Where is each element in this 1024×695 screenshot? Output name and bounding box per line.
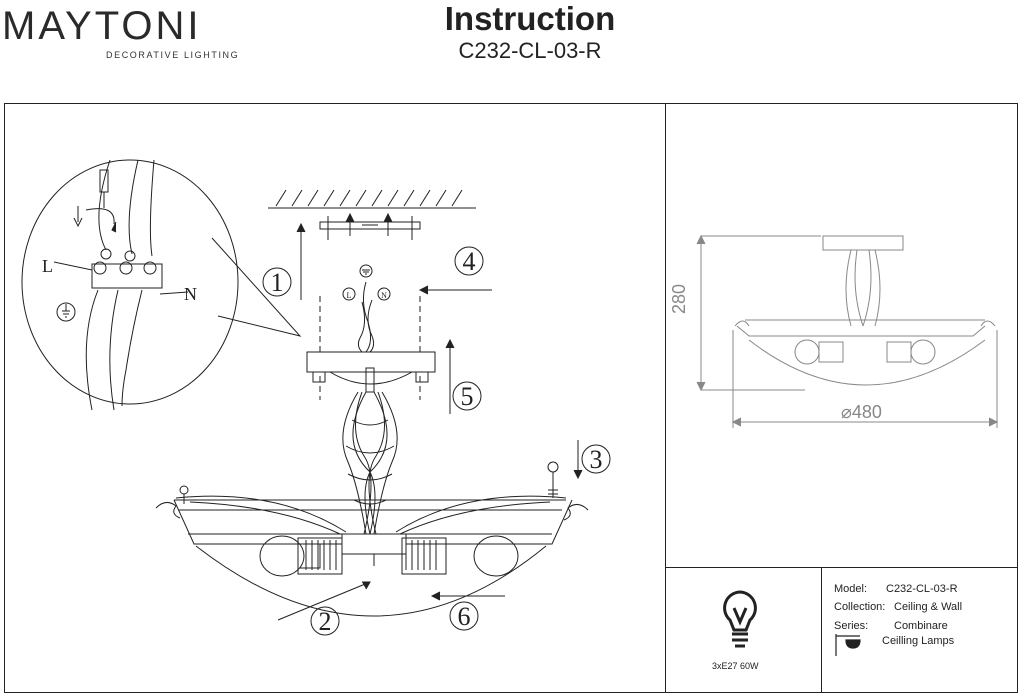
bulbs-and-sockets	[259, 533, 519, 577]
drawing-frame	[4, 103, 1018, 693]
step-4: 4	[463, 247, 476, 276]
step-6: 6	[458, 602, 471, 631]
model-label: Model:	[834, 583, 868, 595]
mounting-bracket	[319, 212, 421, 240]
ceiling-hatch	[268, 189, 476, 209]
info-divider	[821, 567, 823, 693]
diameter-dimension: ⌀480	[841, 402, 882, 422]
model-code: C232-CL-03-R	[458, 38, 602, 63]
frame-divider-horizontal	[665, 567, 1018, 569]
collection-label: Collection:	[834, 601, 886, 613]
canopy	[306, 351, 436, 393]
step-3: 3	[590, 445, 603, 474]
wire-live-symbol: L	[347, 291, 352, 300]
brand-logo: MAYTONI	[2, 4, 202, 48]
collection-value: Ceiling & Wall	[894, 601, 963, 613]
wire-neutral-label: N	[184, 284, 197, 304]
wire-live-label: L	[42, 256, 53, 276]
dimension-diagram: 280 ⌀480	[669, 234, 999, 428]
series-label: Series:	[834, 620, 869, 632]
ceiling-lamp-icon	[835, 634, 861, 656]
lamp-type: Ceilling Lamps	[882, 635, 955, 647]
page-title: Instruction	[444, 0, 616, 37]
wire-neutral-symbol: N	[381, 291, 387, 300]
bulb-spec: 3xE27 60W	[712, 661, 759, 671]
frame-divider-vertical	[665, 103, 667, 693]
step-1: 1	[271, 268, 284, 297]
bulb-icon	[723, 590, 757, 648]
step-labels: 1 2 3 4 5 6	[262, 246, 611, 636]
height-dimension: 280	[669, 284, 689, 314]
series-value: Combinare	[894, 620, 948, 632]
step-2: 2	[319, 607, 332, 636]
model-value: C232-CL-03-R	[886, 583, 958, 595]
twisted-stem	[342, 391, 398, 535]
wiring-detail	[21, 159, 302, 411]
step-5: 5	[461, 382, 474, 411]
brand-tagline: DECORATIVE LIGHTING	[106, 50, 240, 60]
glass-bowl	[195, 545, 547, 617]
assembly-diagram: 1 2 3 4 5 6 L N L N	[21, 159, 611, 636]
